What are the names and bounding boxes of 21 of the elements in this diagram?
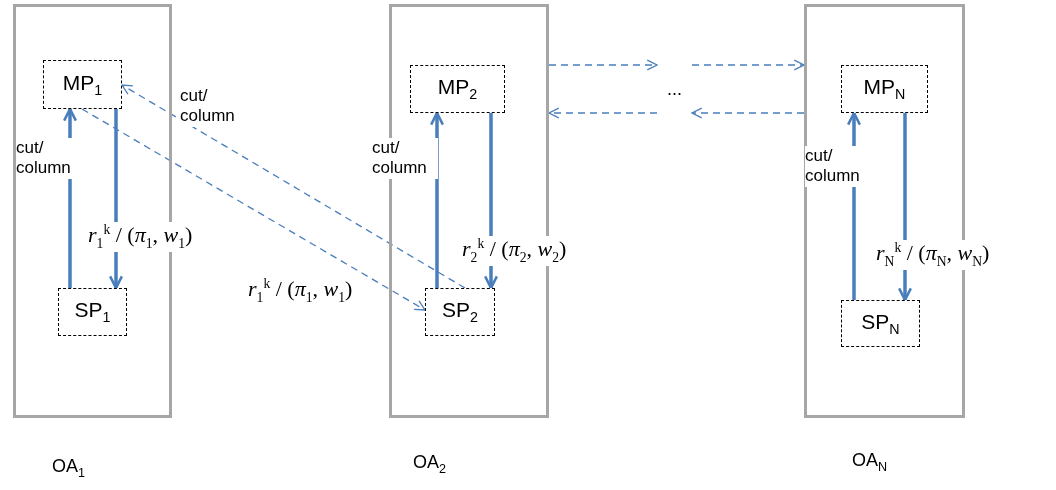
process-box: MP$_{N}$: [841, 65, 928, 113]
ellipsis-text: ...: [657, 60, 692, 118]
edge-label: r$_{N}$$^{k}$ / (π$_{N}$, w$_{N}$): [876, 240, 990, 271]
panel-label: OA$_{1}$: [52, 456, 86, 481]
arrow: [121, 84, 466, 289]
edge-label: r$_{2}$$^{k}$ / (π$_{2}$, w$_{2}$): [462, 236, 567, 267]
arrow: [548, 107, 658, 119]
arrow: [81, 108, 426, 311]
arrow: [429, 111, 445, 288]
panel-label: OA$_{2}$: [413, 452, 447, 477]
arrow: [548, 59, 658, 71]
arrow: [691, 59, 805, 71]
arrow: [691, 107, 805, 119]
edge-label: cut/ column: [372, 138, 438, 179]
edge-label: r$_{1}$$^{k}$ / (π$_{1}$, w$_{1}$): [88, 222, 193, 253]
panel-label: OA$_{N}$: [852, 450, 888, 475]
process-box: SP$_{N}$: [841, 300, 920, 347]
process-box: SP$_{1}$: [58, 288, 127, 336]
process-box: MP$_{1}$: [43, 60, 122, 109]
process-box: SP$_{2}$: [425, 288, 495, 336]
process-box: MP$_{2}$: [410, 65, 505, 113]
